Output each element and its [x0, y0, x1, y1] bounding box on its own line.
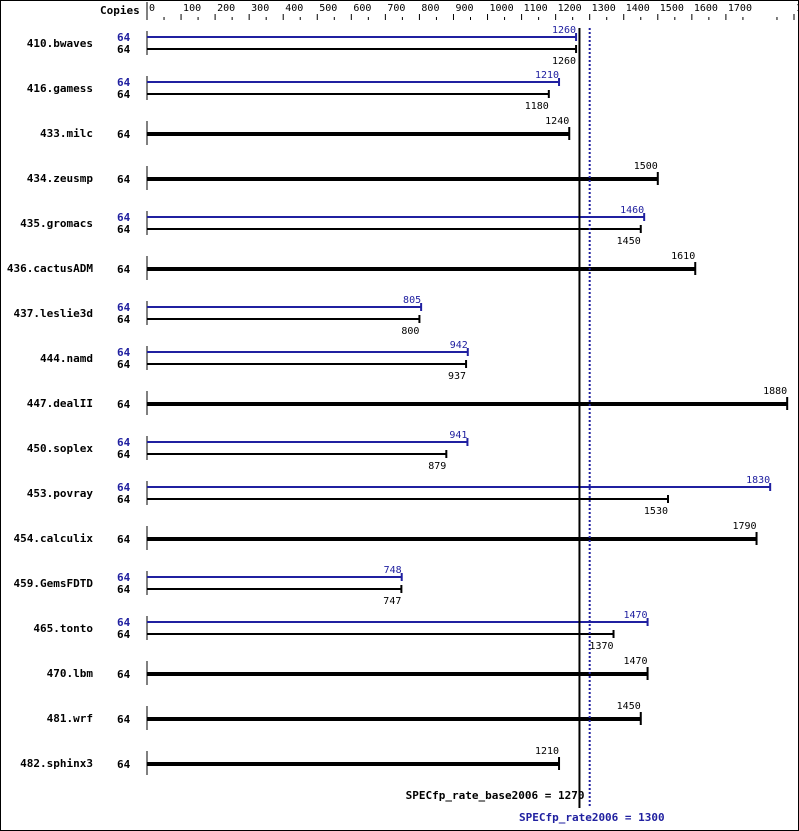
peak-value-label: 941: [449, 430, 467, 441]
base-copies: 64: [117, 628, 131, 641]
base-value-label: 1210: [535, 746, 559, 757]
benchmark-label: 434.zeusmp: [27, 172, 94, 185]
benchmark-label: 416.gamess: [27, 82, 93, 95]
x-tick-label: 1400: [626, 3, 650, 14]
x-tick-label: 900: [455, 3, 473, 14]
peak-copies: 64: [117, 31, 131, 44]
base-value-label: 937: [448, 371, 466, 382]
x-tick-label: 300: [251, 3, 269, 14]
base-copies: 64: [117, 448, 131, 461]
x-tick-label: 100: [183, 3, 201, 14]
x-tick-label: 1300: [592, 3, 616, 14]
base-copies: 64: [117, 668, 131, 681]
peak-value-label: 1210: [535, 70, 559, 81]
base-copies: 64: [117, 713, 131, 726]
peak-copies: 64: [117, 76, 131, 89]
base-copies: 64: [117, 583, 131, 596]
base-copies: 64: [117, 358, 131, 371]
benchmark-label: 437.leslie3d: [14, 307, 93, 320]
benchmark-label: 482.sphinx3: [20, 757, 93, 770]
benchmark-label: 433.milc: [40, 127, 93, 140]
x-tick-label: 1500: [660, 3, 684, 14]
x-tick-label: 700: [387, 3, 405, 14]
peak-copies: 64: [117, 481, 131, 494]
x-tick-label: 1900: [796, 3, 799, 14]
x-tick-label: 1200: [558, 3, 582, 14]
peak-ref-label: SPECfp_rate2006 = 1300: [519, 811, 665, 824]
peak-value-label: 748: [384, 565, 402, 576]
base-value-label: 1450: [617, 236, 641, 247]
base-value-label: 1500: [634, 161, 658, 172]
x-tick-label: 1100: [524, 3, 548, 14]
peak-copies: 64: [117, 616, 131, 629]
x-tick-label: 800: [421, 3, 439, 14]
copies-header: Copies: [100, 4, 140, 17]
base-copies: 64: [117, 128, 131, 141]
base-value-label: 1470: [623, 656, 647, 667]
base-copies: 64: [117, 493, 131, 506]
benchmark-label: 459.GemsFDTD: [14, 577, 94, 590]
base-copies: 64: [117, 43, 131, 56]
base-value-label: 1450: [617, 701, 641, 712]
benchmark-label: 454.calculix: [14, 532, 94, 545]
x-tick-label: 1600: [694, 3, 718, 14]
benchmark-label: 481.wrf: [47, 712, 93, 725]
benchmark-label: 450.soplex: [27, 442, 94, 455]
x-tick-label: 400: [285, 3, 303, 14]
base-copies: 64: [117, 758, 131, 771]
x-tick-label: 1000: [490, 3, 514, 14]
x-tick-label: 600: [353, 3, 371, 14]
base-value-label: 1530: [644, 506, 668, 517]
benchmark-label: 465.tonto: [33, 622, 93, 635]
x-tick-label: 1700: [728, 3, 752, 14]
base-value-label: 1880: [763, 386, 787, 397]
benchmark-label: 453.povray: [27, 487, 94, 500]
peak-copies: 64: [117, 346, 131, 359]
base-value-label: 1790: [732, 521, 756, 532]
base-ref-label: SPECfp_rate_base2006 = 1270: [406, 789, 585, 802]
x-tick-label: 200: [217, 3, 235, 14]
base-value-label: 747: [383, 596, 401, 607]
base-value-label: 879: [428, 461, 446, 472]
peak-value-label: 1460: [620, 205, 644, 216]
peak-value-label: 1260: [552, 25, 576, 36]
base-value-label: 1370: [589, 641, 613, 652]
x-tick-label: 0: [149, 3, 155, 14]
peak-copies: 64: [117, 571, 131, 584]
benchmark-label: 410.bwaves: [27, 37, 93, 50]
benchmark-label: 435.gromacs: [20, 217, 93, 230]
base-value-label: 800: [401, 326, 419, 337]
peak-value-label: 1830: [746, 475, 770, 486]
base-value-label: 1610: [671, 251, 695, 262]
base-copies: 64: [117, 398, 131, 411]
base-copies: 64: [117, 88, 131, 101]
peak-copies: 64: [117, 301, 131, 314]
peak-value-label: 805: [403, 295, 421, 306]
benchmark-label: 444.namd: [40, 352, 93, 365]
x-tick-label: 500: [319, 3, 337, 14]
base-copies: 64: [117, 313, 131, 326]
benchmark-label: 470.lbm: [47, 667, 94, 680]
peak-copies: 64: [117, 211, 131, 224]
base-copies: 64: [117, 173, 131, 186]
base-value-label: 1180: [525, 101, 549, 112]
base-value-label: 1240: [545, 116, 569, 127]
base-value-label: 1260: [552, 56, 576, 67]
base-copies: 64: [117, 223, 131, 236]
benchmark-label: 436.cactusADM: [7, 262, 93, 275]
benchmark-label: 447.dealII: [27, 397, 93, 410]
base-copies: 64: [117, 533, 131, 546]
peak-copies: 64: [117, 436, 131, 449]
base-copies: 64: [117, 263, 131, 276]
peak-value-label: 1470: [623, 610, 647, 621]
peak-value-label: 942: [450, 340, 468, 351]
